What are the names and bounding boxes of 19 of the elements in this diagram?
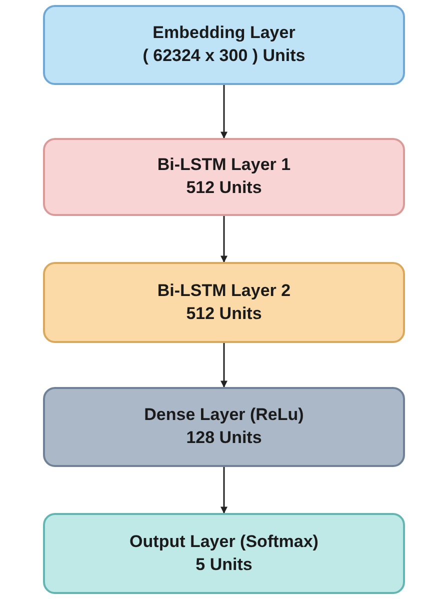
arrow bbox=[220, 216, 228, 263]
layer-box bbox=[43, 138, 405, 216]
layer-units: ( 62324 x 300 ) Units bbox=[142, 45, 306, 67]
arrow bbox=[220, 85, 228, 139]
layer-box bbox=[43, 513, 405, 594]
arrow bbox=[220, 343, 228, 388]
layer-title: Bi-LSTM Layer 2 bbox=[157, 280, 291, 302]
layer-units: 128 Units bbox=[186, 427, 262, 449]
layer-title: Embedding Layer bbox=[152, 22, 296, 44]
arrow bbox=[220, 467, 228, 514]
layer-title: Dense Layer (ReLu) bbox=[144, 404, 304, 426]
layer-box bbox=[43, 387, 405, 467]
layer-box bbox=[43, 5, 405, 85]
layer-units: 5 Units bbox=[196, 554, 252, 576]
layer-box bbox=[43, 262, 405, 343]
layer-title: Output Layer (Softmax) bbox=[130, 530, 318, 553]
layer-units: 512 Units bbox=[186, 177, 262, 199]
layer-units: 512 Units bbox=[186, 302, 262, 324]
layer-title: Bi-LSTM Layer 1 bbox=[157, 154, 291, 176]
